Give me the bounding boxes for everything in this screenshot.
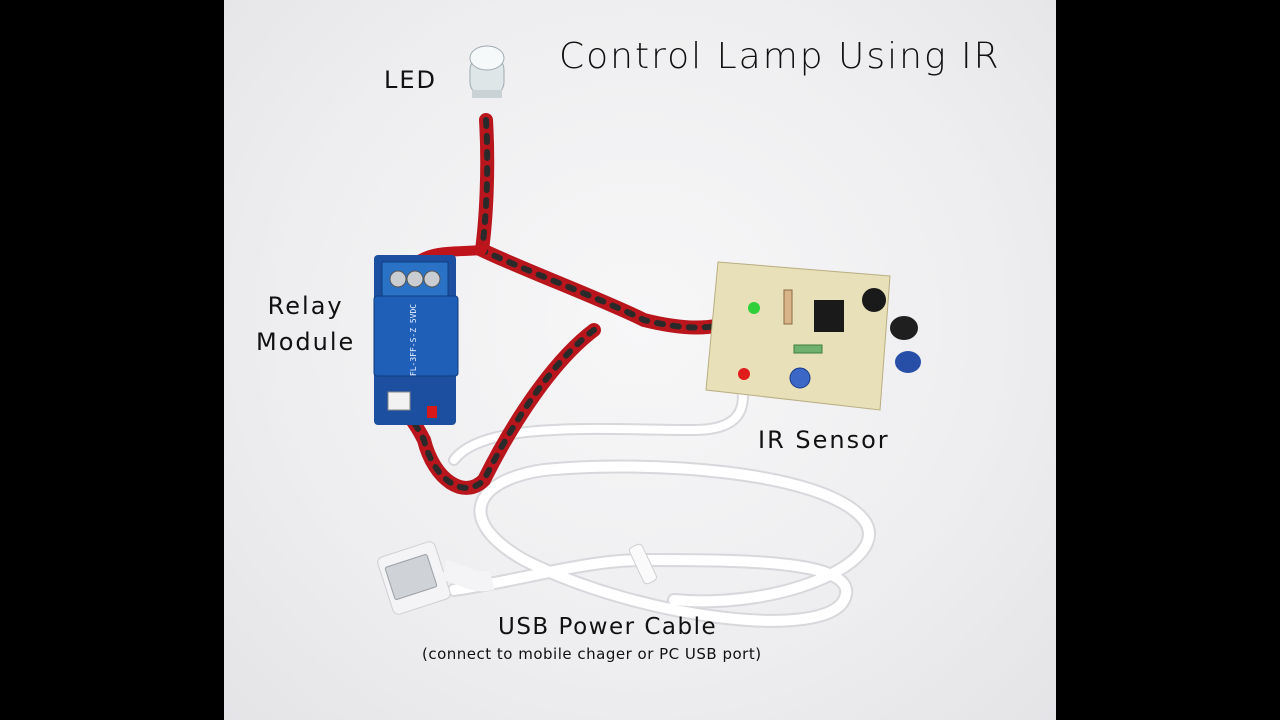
ir-sensor-board [705,261,921,411]
cable-tie [629,543,657,585]
usb-cable-label: USB Power Cable [498,614,718,640]
circuit-illustration: FL-3FF-S-Z 5VDC [373,45,921,628]
relay-label-line1: Relay [267,292,344,320]
left-letterbox [0,0,224,720]
usb-plug [377,541,495,615]
led-label: LED [384,66,438,94]
relay-module-label: Relay Module [256,288,355,360]
project-photo: FL-3FF-S-Z 5VDC [224,0,1056,720]
relay-module: FL-3FF-S-Z 5VDC [373,255,459,425]
right-letterbox [1056,0,1280,720]
led-bulb [469,45,505,98]
svg-text:FL-3FF-S-Z 5VDC: FL-3FF-S-Z 5VDC [409,304,418,376]
relay-label-line2: Module [256,328,356,356]
ir-sensor-label: IR Sensor [758,426,890,454]
usb-cable-note: (connect to mobile chager or PC USB port… [422,645,762,663]
page-title: Control Lamp Using IR [559,36,1001,77]
